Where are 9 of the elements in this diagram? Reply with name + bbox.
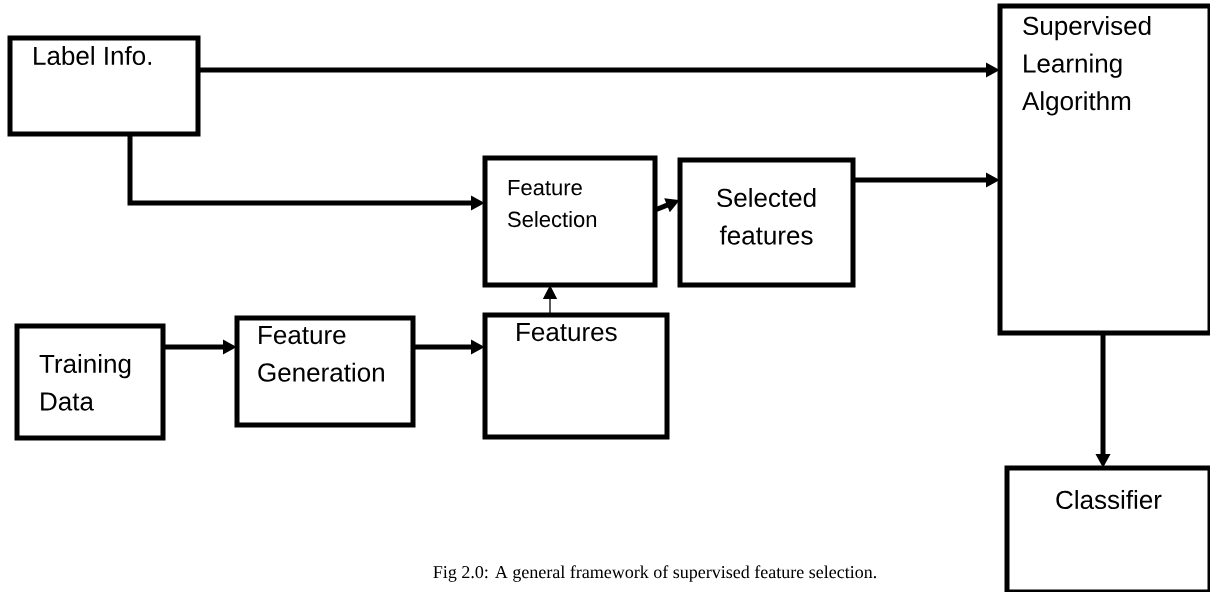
process-box: Classifier [1004, 465, 1210, 592]
process-box: Feature Generation [234, 315, 416, 428]
process-box: Training Data [14, 323, 166, 441]
process-box: Features [482, 312, 670, 440]
caption: Fig 2.0: A general framework of supervised feature selection. [433, 565, 877, 582]
process-box: Supervised Learning Algorithm [997, 3, 1210, 336]
process-box: Feature Selection [482, 155, 658, 288]
process-box: Label Info. [7, 35, 201, 137]
process-box: Selected features [677, 157, 856, 288]
